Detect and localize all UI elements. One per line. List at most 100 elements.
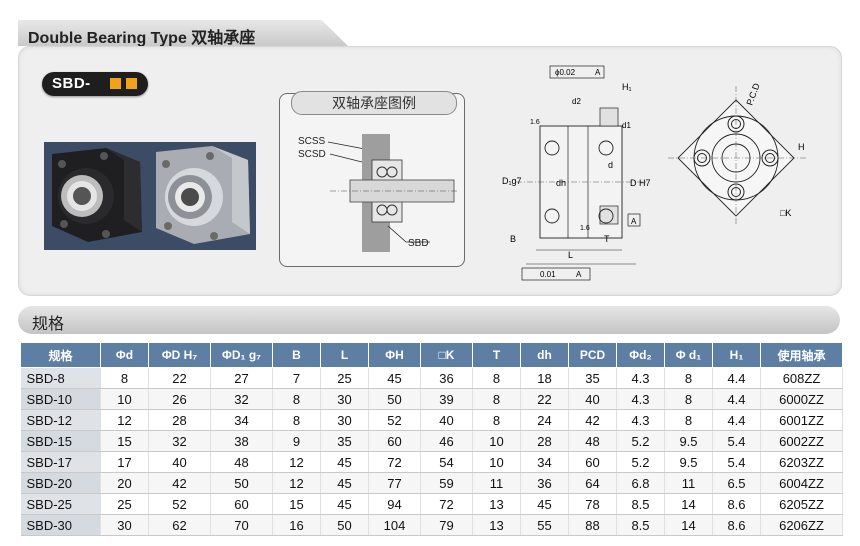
- spec-cell: 60: [368, 430, 421, 452]
- code-placeholder-square: [126, 78, 137, 89]
- spec-cell: 48: [210, 451, 273, 473]
- model-cell: SBD-8: [20, 367, 101, 389]
- model-cell: SBD-10: [20, 388, 101, 410]
- black-bearing-block: [52, 148, 142, 242]
- spec-cell: 60: [568, 451, 617, 473]
- svg-text:A: A: [631, 217, 637, 226]
- spec-cell: 30: [100, 514, 149, 536]
- spec-cell: 8: [664, 409, 713, 431]
- spec-cell: 9: [272, 430, 321, 452]
- spec-cell: 4.4: [712, 388, 761, 410]
- spec-cell: 42: [148, 472, 211, 494]
- legend-title: 双轴承座图例: [291, 91, 457, 115]
- spec-cell: 13: [472, 514, 521, 536]
- svg-text:d1: d1: [622, 121, 631, 130]
- spec-cell: 20: [100, 472, 149, 494]
- spec-cell: 5.2: [616, 451, 665, 473]
- model-cell: SBD-17: [20, 451, 101, 473]
- spec-cell: 8: [664, 367, 713, 389]
- spec-cell: 17: [100, 451, 149, 473]
- spec-cell: 24: [520, 409, 569, 431]
- column-header: □K: [420, 342, 473, 368]
- spec-cell: 59: [420, 472, 473, 494]
- spec-cell: 30: [320, 409, 369, 431]
- model-cell: SBD-12: [20, 409, 101, 431]
- spec-cell: 4.4: [712, 367, 761, 389]
- spec-cell: 9.5: [664, 430, 713, 452]
- spec-cell: 38: [210, 430, 273, 452]
- spec-cell: 27: [210, 367, 273, 389]
- spec-cell: 34: [210, 409, 273, 431]
- spec-cell: 6001ZZ: [760, 409, 843, 431]
- column-header: H₁: [712, 342, 761, 368]
- spec-cell: 6203ZZ: [760, 451, 843, 473]
- spec-cell: 60: [210, 493, 273, 515]
- spec-title: 规格: [32, 316, 65, 333]
- spec-cell: 62: [148, 514, 211, 536]
- spec-cell: 8: [472, 367, 521, 389]
- spec-cell: 15: [272, 493, 321, 515]
- spec-cell: 6.5: [712, 472, 761, 494]
- column-header: Φd: [100, 342, 149, 368]
- spec-cell: 39: [420, 388, 473, 410]
- spec-cell: 10: [100, 388, 149, 410]
- column-header: dh: [520, 342, 569, 368]
- spec-cell: 6205ZZ: [760, 493, 843, 515]
- spec-cell: 4.4: [712, 409, 761, 431]
- spec-cell: 8.6: [712, 493, 761, 515]
- spec-cell: 32: [148, 430, 211, 452]
- spec-cell: 22: [520, 388, 569, 410]
- perpendicularity-label: 0.01: [540, 270, 556, 279]
- spec-cell: 8: [100, 367, 149, 389]
- column-header: ΦD H₇: [148, 342, 211, 368]
- scss-label: SCSS: [298, 136, 326, 147]
- svg-text:L: L: [568, 250, 573, 260]
- spec-cell: 14: [664, 514, 713, 536]
- svg-text:H₁: H₁: [622, 82, 632, 92]
- spec-cell: 6002ZZ: [760, 430, 843, 452]
- spec-cell: 55: [520, 514, 569, 536]
- model-cell: SBD-20: [20, 472, 101, 494]
- spec-cell: 45: [320, 472, 369, 494]
- model-cell: SBD-25: [20, 493, 101, 515]
- spec-cell: 5.4: [712, 451, 761, 473]
- spec-cell: 40: [568, 388, 617, 410]
- spec-cell: 4.3: [616, 388, 665, 410]
- spec-cell: 54: [420, 451, 473, 473]
- spec-cell: 12: [272, 472, 321, 494]
- model-cell: SBD-30: [20, 514, 101, 536]
- column-header: 规格: [20, 342, 101, 368]
- spec-cell: 11: [472, 472, 521, 494]
- spec-cell: 77: [368, 472, 421, 494]
- svg-text:P.C.D: P.C.D: [744, 81, 761, 106]
- spec-cell: 28: [148, 409, 211, 431]
- spec-cell: 8: [472, 388, 521, 410]
- badge-label: SBD-: [52, 75, 91, 92]
- front-view-drawing: P.C.D H □K: [668, 81, 808, 226]
- column-header: L: [320, 342, 369, 368]
- scsd-label: SCSD: [298, 149, 326, 160]
- spec-cell: 45: [320, 451, 369, 473]
- spec-cell: 46: [420, 430, 473, 452]
- spec-cell: 50: [320, 514, 369, 536]
- spec-cell: 104: [368, 514, 421, 536]
- product-photo: [44, 142, 256, 250]
- spec-cell: 72: [368, 451, 421, 473]
- spec-cell: 28: [520, 430, 569, 452]
- column-header: PCD: [568, 342, 617, 368]
- spec-cell: 35: [568, 367, 617, 389]
- silver-bearing-block: [156, 146, 250, 244]
- column-header: Φd₂: [616, 342, 665, 368]
- header-tab: Double Bearing Type 双轴承座: [18, 20, 348, 46]
- spec-cell: 25: [320, 367, 369, 389]
- spec-cell: 52: [148, 493, 211, 515]
- spec-cell: 50: [368, 388, 421, 410]
- code-placeholder-square: [110, 78, 121, 89]
